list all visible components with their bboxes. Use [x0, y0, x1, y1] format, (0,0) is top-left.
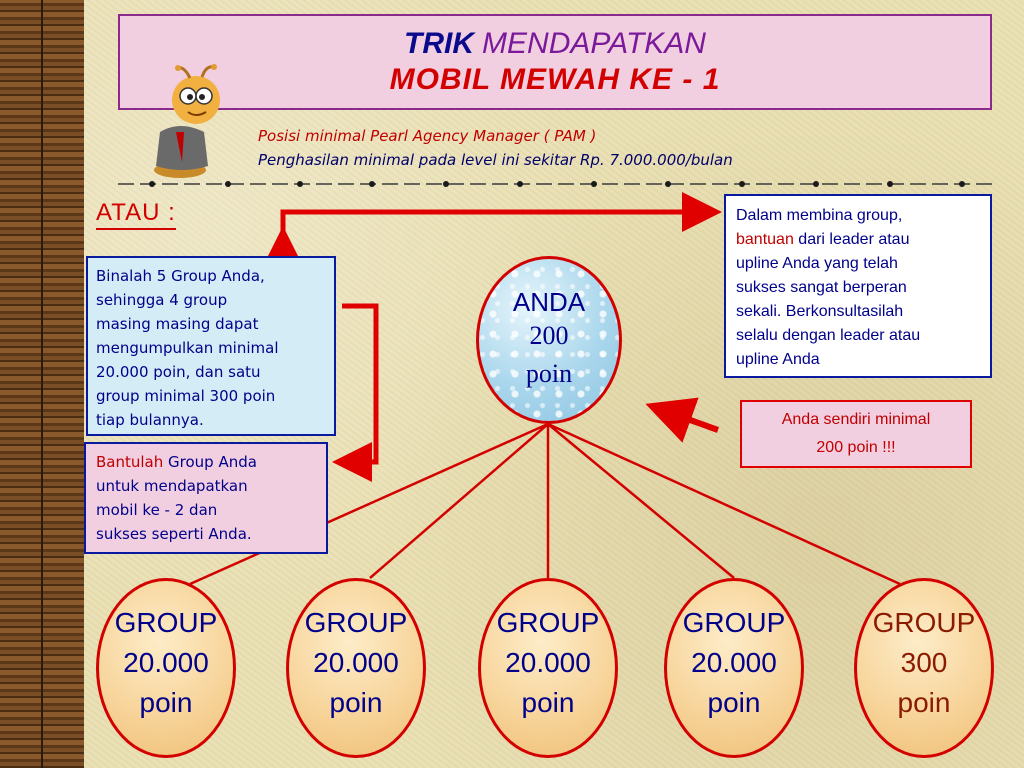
- arrow-top: [263, 192, 722, 266]
- advice-highlight: bantuan: [736, 231, 794, 248]
- center-label: ANDA: [512, 287, 586, 317]
- tree-lines: [189, 422, 901, 586]
- group-node-2: GROUP 20.000 poin: [286, 578, 426, 758]
- group-node-5: GROUP 300 poin: [854, 578, 994, 758]
- group-node-4: GROUP 20.000 poin: [664, 578, 804, 758]
- help-box: Bantulah Group Anda untuk mendapatkan mo…: [84, 442, 328, 554]
- info-text: Posisi minimal Pearl Agency Manager ( PA…: [258, 124, 898, 172]
- wood-border: [0, 0, 84, 768]
- atau-label: ATAU :: [96, 198, 176, 230]
- title-line-2: MOBIL MEWAH KE - 1: [389, 63, 721, 96]
- info-line-income: Penghasilan minimal pada level ini sekit…: [258, 151, 733, 169]
- center-value: 200: [529, 321, 569, 350]
- mascot-illustration: [154, 64, 220, 178]
- title-word-trik: TRIK: [404, 27, 475, 60]
- title-word-mendapatkan: MENDAPATKAN: [482, 27, 706, 60]
- info-line-pam: Posisi minimal Pearl Agency Manager ( PA…: [258, 127, 597, 145]
- left-instruction-box: Binalah 5 Group Anda, sehingga 4 group m…: [86, 256, 336, 436]
- center-unit: poin: [525, 359, 573, 388]
- help-highlight: Bantulah: [96, 453, 164, 471]
- arrow-min: [645, 397, 720, 443]
- minimum-points-box: Anda sendiri minimal 200 poin !!!: [740, 400, 972, 468]
- center-node-anda: ANDA 200 poin: [476, 256, 622, 424]
- right-advice-box: Dalam membina group, bantuan dari leader…: [724, 194, 992, 378]
- group-node-3: GROUP 20.000 poin: [478, 578, 618, 758]
- group-node-1: GROUP 20.000 poin: [96, 578, 236, 758]
- arrow-bracket: [332, 303, 379, 482]
- separator-line: [118, 181, 992, 187]
